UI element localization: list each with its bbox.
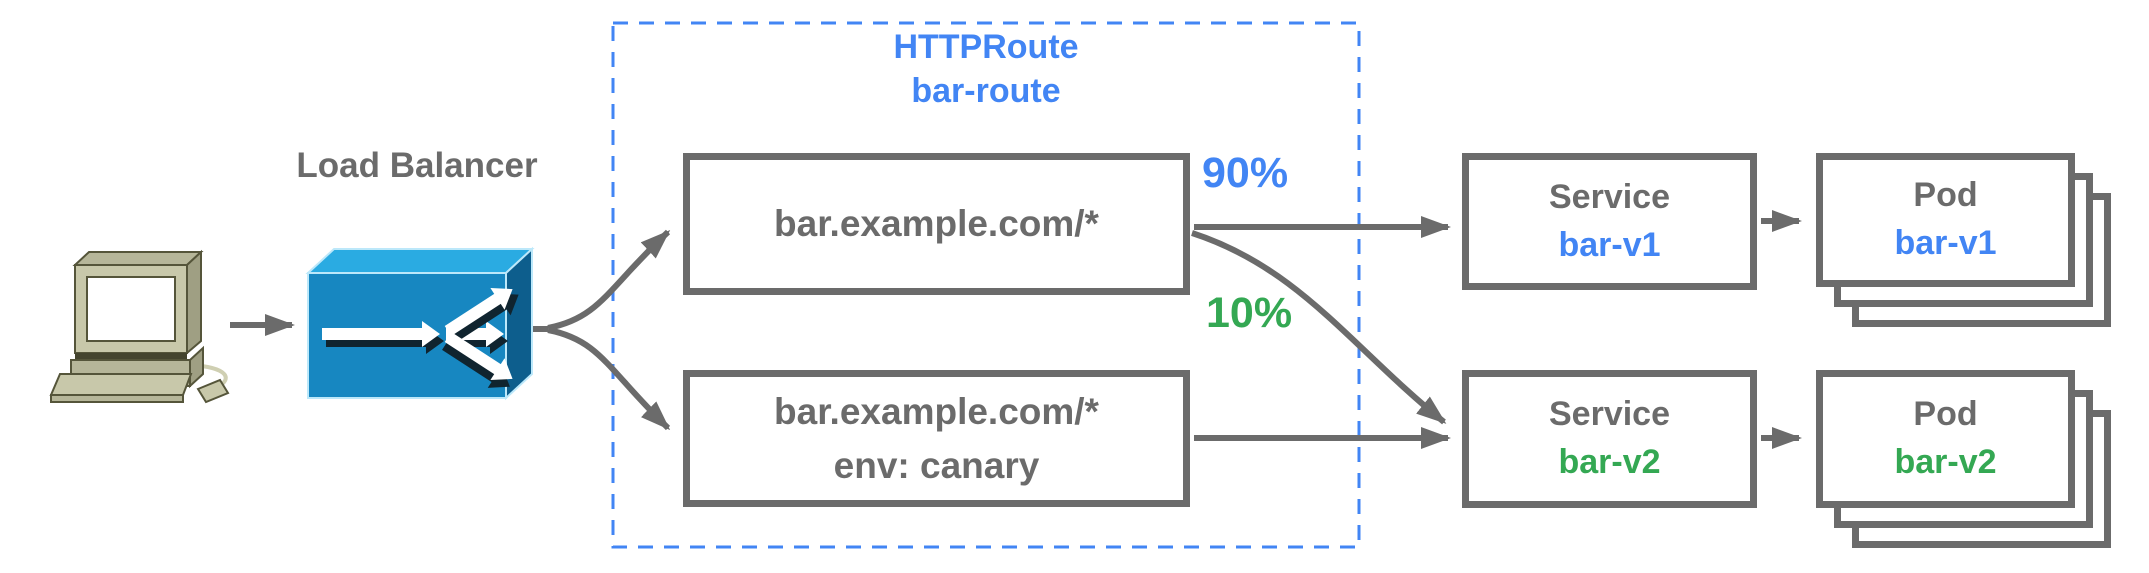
route-rule-bottom-box: bar.example.com/* env: canary xyxy=(683,370,1190,507)
weight-10-label: 10% xyxy=(1206,289,1293,337)
pod-v1-stack: Pod bar-v1 xyxy=(1816,153,2111,327)
pod-v1-kind: Pod xyxy=(1913,176,1978,215)
route-rule-bottom-host: bar.example.com/* xyxy=(774,390,1099,432)
edge-lb-to-route-bottom xyxy=(547,327,671,431)
pod-v2-stack: Pod bar-v2 xyxy=(1816,370,2111,548)
pod-v2-kind: Pod xyxy=(1913,395,1978,434)
httproute-group-border xyxy=(611,21,1361,549)
httproute-group-title: HTTPRoute bar-route xyxy=(613,26,1359,113)
edge-route-top-to-service-v2 xyxy=(1191,230,1447,425)
route-rule-top-host: bar.example.com/* xyxy=(774,203,1099,245)
pod-v1-name: bar-v1 xyxy=(1894,224,1997,262)
computer-icon xyxy=(49,249,230,404)
pod-v2-box: Pod bar-v2 xyxy=(1816,370,2075,508)
edge-lb-to-route-top xyxy=(547,229,671,331)
weight-90-label: 90% xyxy=(1202,149,1289,197)
load-balancer-icon xyxy=(305,246,535,401)
service-v1-box: Service bar-v1 xyxy=(1462,153,1757,290)
pod-v2-name: bar-v2 xyxy=(1894,443,1997,481)
route-rule-top-box: bar.example.com/* xyxy=(683,153,1190,295)
httproute-name-label: bar-route xyxy=(911,71,1061,110)
httproute-kind-label: HTTPRoute xyxy=(893,28,1079,66)
pod-v1-box: Pod bar-v1 xyxy=(1816,153,2075,287)
service-v2-kind: Service xyxy=(1549,395,1670,434)
load-balancer-label: Load Balancer xyxy=(296,146,538,185)
service-v1-kind: Service xyxy=(1549,177,1670,216)
service-v2-name: bar-v2 xyxy=(1558,443,1661,481)
service-v1-name: bar-v1 xyxy=(1558,225,1661,264)
route-rule-bottom-match: env: canary xyxy=(833,444,1040,486)
service-v2-box: Service bar-v2 xyxy=(1462,370,1757,508)
